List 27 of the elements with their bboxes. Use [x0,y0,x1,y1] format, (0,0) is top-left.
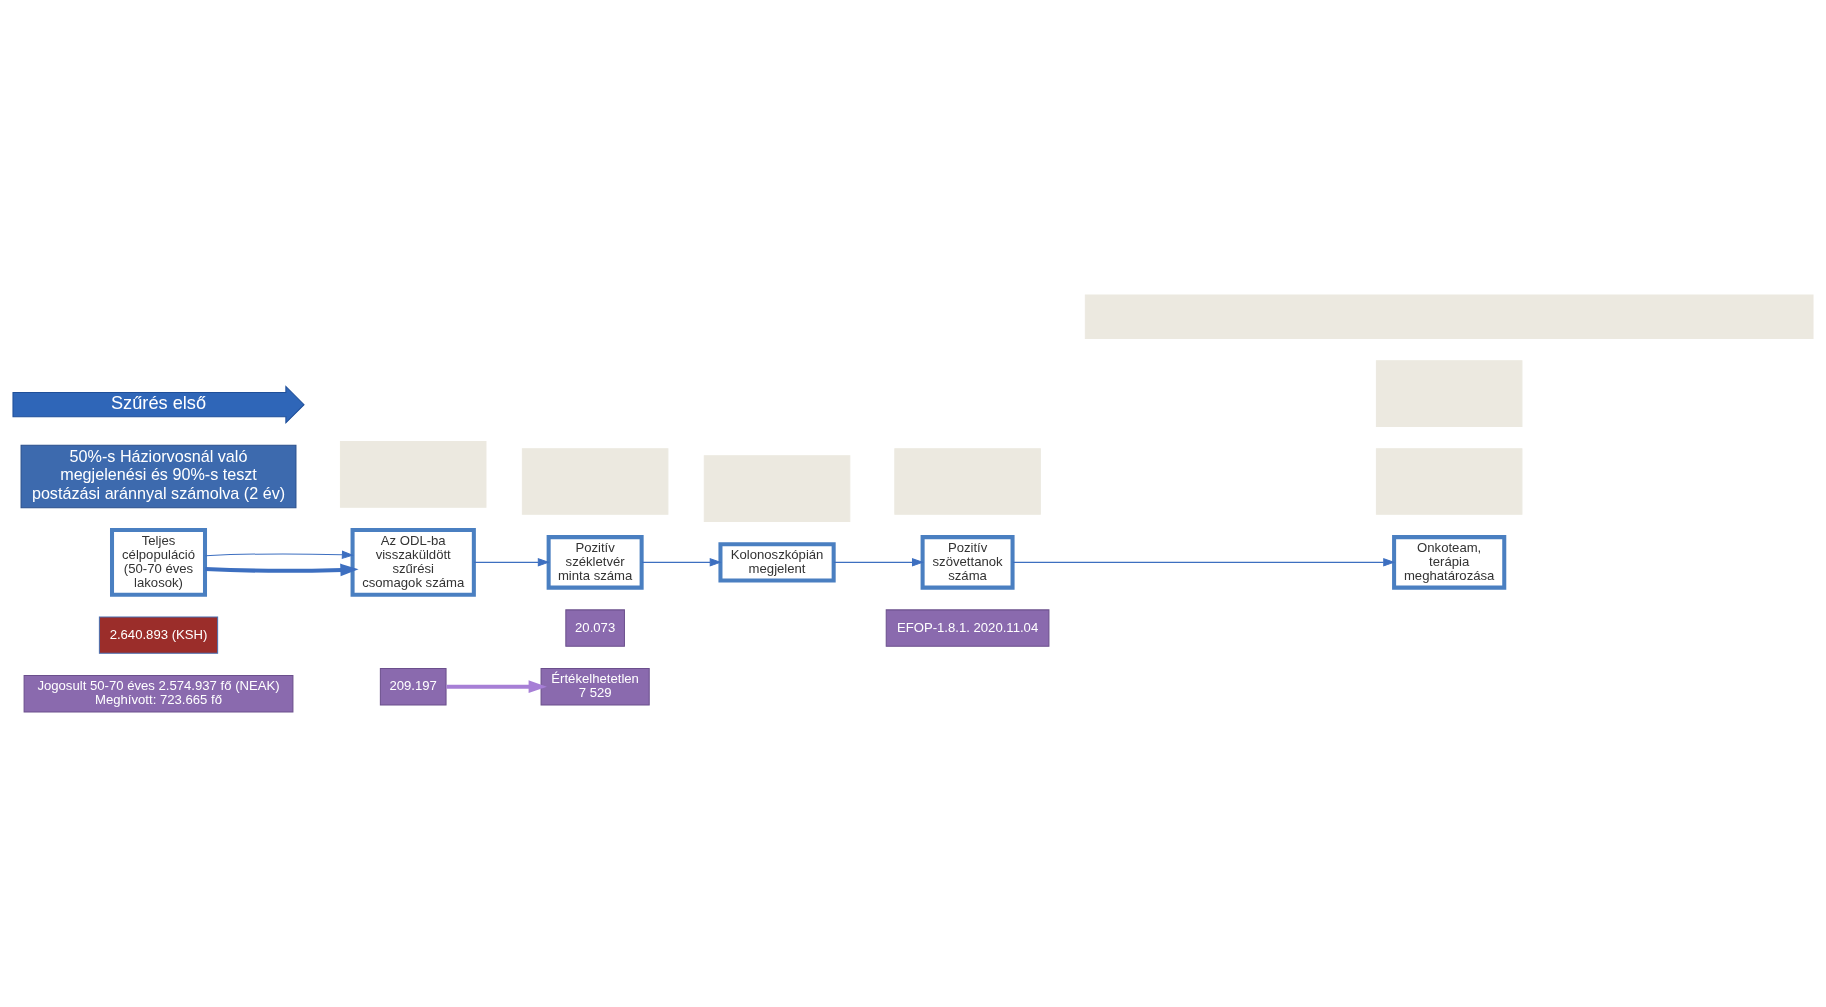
node-box: 50%-s Háziorvosnál való megjelenési és 90%-s teszt postázási aránnyal számolva (2 év) [20,444,297,509]
node-bar [1084,294,1814,339]
node-box: Az ODL-ba visszaküldött szűrési csomagok száma [350,528,476,597]
node-box: 20.073 [565,609,625,647]
arrow [205,563,359,577]
node-box: Kolonoszkópián megjelent [718,542,836,583]
node-box: Pozitív szövettanok száma [920,535,1015,590]
node-box: Onkoteam, terápia meghatározása [1392,535,1507,590]
arrow [1012,558,1396,567]
node-box: 209.197 [379,668,447,706]
node-box: Pozitív székletvér minta száma [546,535,644,590]
node-box: EFOP-1.8.1. 2020.11.04 [885,609,1050,647]
arrow [446,680,547,694]
node-box [521,448,669,515]
node-box [1375,448,1523,515]
node-box [894,448,1041,515]
node-box [1375,360,1523,427]
node-box: 2.640.893 (KSH) [98,616,219,654]
node-box: Értékelhetetlen 7 529 [540,668,650,706]
arrow [204,550,354,560]
arrow [473,558,550,567]
arrow [641,558,722,567]
node-box: Teljes célpopuláció (50-70 éves lakosok) [110,528,207,597]
arrow [833,558,925,567]
node-box [703,455,851,522]
node-box: Jogosult 50-70 éves 2.574.937 fő (NEAK) Meghívott: 723.665 fő [23,675,294,713]
node-box [339,441,487,508]
